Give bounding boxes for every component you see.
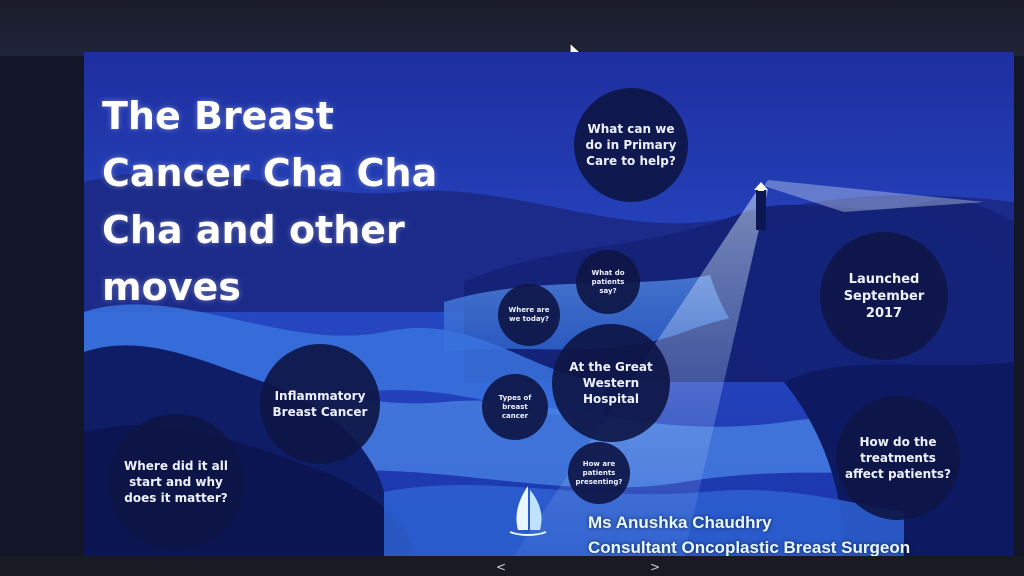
bubble-types[interactable]: Types of breast cancer [482, 374, 548, 440]
bubble-launched[interactable]: Launched September 2017 [820, 232, 948, 360]
bubble-where-today-label: Where are we today? [508, 306, 550, 323]
bubble-launched-label: Launched September 2017 [843, 271, 925, 321]
sail-logo-icon [509, 486, 547, 536]
bubble-primary-care-label: What can we do in Primary Care to help? [585, 122, 677, 168]
bubble-primary-care[interactable]: What can we do in Primary Care to help? [574, 88, 688, 202]
monitor-bezel-top [0, 0, 1024, 56]
bubble-great-western-label: At the Great Western Hospital [569, 360, 653, 406]
bubble-patients-say[interactable]: What do patients say? [576, 250, 640, 314]
bubble-treatments[interactable]: How do the treatments affect patients? [836, 396, 960, 520]
bubble-great-western[interactable]: At the Great Western Hospital [552, 324, 670, 442]
bubble-inflammatory-label: Inflammatory Breast Cancer [272, 389, 368, 419]
slide-title: The Breast Cancer Cha Cha Cha and other … [102, 94, 438, 309]
presentation-slide: The Breast Cancer Cha Cha Cha and other … [84, 52, 1014, 556]
presenter-name: Ms Anushka Chaudhry [588, 513, 772, 532]
presenter-block: Ms Anushka Chaudhry Consultant Oncoplast… [588, 510, 910, 556]
next-slide-button[interactable]: > [650, 560, 661, 574]
presenter-role: Consultant Oncoplastic Breast Surgeon [588, 538, 911, 556]
bubble-presenting[interactable]: How are patients presenting? [568, 442, 630, 504]
player-control-bar [0, 556, 1024, 576]
bubble-inflammatory[interactable]: Inflammatory Breast Cancer [260, 344, 380, 464]
bubble-where-start-label: Where did it all start and why does it m… [124, 459, 228, 505]
bubble-types-label: Types of breast cancer [498, 393, 532, 420]
lighthouse-icon [754, 182, 768, 230]
bubble-where-today[interactable]: Where are we today? [498, 284, 560, 346]
previous-slide-button[interactable]: < [496, 560, 507, 574]
bubble-where-start[interactable]: Where did it all start and why does it m… [108, 414, 244, 550]
bubble-presenting-label: How are patients presenting? [575, 459, 623, 486]
bubble-patients-say-label: What do patients say? [591, 268, 625, 295]
bubble-treatments-label: How do the treatments affect patients? [844, 435, 952, 481]
